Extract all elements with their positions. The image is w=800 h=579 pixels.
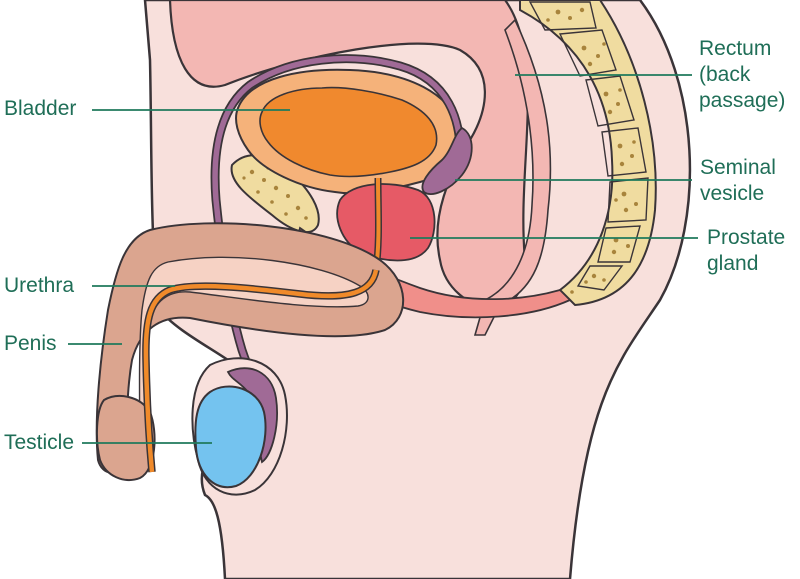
- label-seminal-vesicle-line-2: vesicle: [700, 182, 765, 205]
- prostate-gland: [336, 183, 436, 262]
- label-bladder: Bladder: [4, 97, 77, 120]
- label-prostate-gland-line-2: gland: [707, 252, 759, 275]
- label-prostate-gland: Prostate gland: [707, 225, 785, 277]
- bladder: [259, 86, 438, 178]
- label-testicle: Testicle: [4, 431, 75, 454]
- label-rectum-line-1: Rectum: [699, 37, 772, 60]
- seminal-vesicle: [421, 126, 473, 195]
- label-rectum: Rectum (back passage): [699, 36, 785, 114]
- label-rectum-line-2: (back: [699, 63, 751, 86]
- label-urethra: Urethra: [4, 274, 75, 297]
- spine: [519, 0, 657, 307]
- testicle: [194, 385, 267, 489]
- leader-lines: [68, 74, 698, 444]
- label-rectum-line-3: passage): [699, 89, 786, 112]
- label-penis: Penis: [4, 332, 57, 355]
- label-prostate-gland-line-1: Prostate: [707, 226, 786, 249]
- penis-inner: [138, 256, 369, 461]
- rectum-canal: [473, 18, 552, 336]
- label-seminal-vesicle-line-1: Seminal: [700, 156, 776, 179]
- label-seminal-vesicle: Seminal vesicle: [700, 155, 776, 207]
